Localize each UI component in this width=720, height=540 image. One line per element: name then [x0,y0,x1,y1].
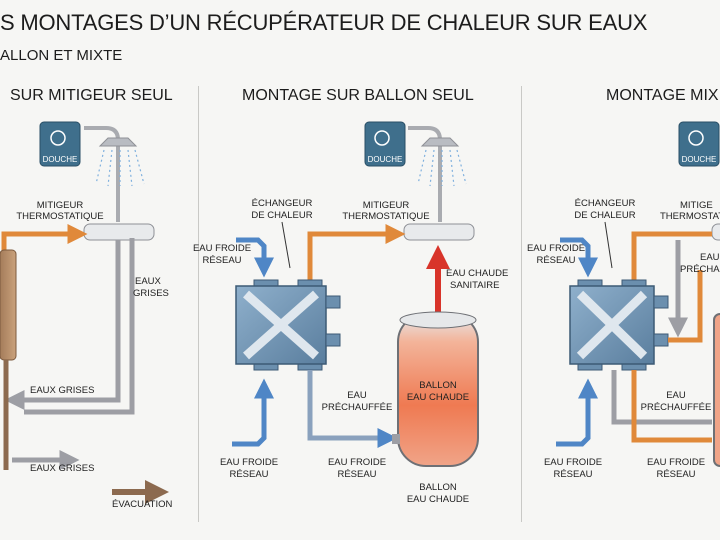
page-subtitle: ALLON ET MIXTE [0,47,123,64]
panel-title-mixte: MONTAGE MIX [606,87,719,104]
shower-label: DOUCHE [43,155,78,164]
reseau-label: RÉSEAU [202,255,241,266]
reseau-label: RÉSEAU [229,469,268,480]
hot-water-tank: BALLON EAU CHAUDE [392,311,479,467]
mitigeur-label-cut: MITIGE [680,200,713,211]
eau-froide-label: EAU FROIDE [193,243,251,254]
panel-title-ballon: MONTAGE SUR BALLON SEUL [242,87,474,104]
panel-mixte: DOUCHE MITIGE THERMOSTATI ÉCHANGEUR DE C… [527,121,720,480]
page-title: S MONTAGES D’UN RÉCUPÉRATEUR DE CHALEUR … [0,10,648,35]
reseau-label: RÉSEAU [656,469,695,480]
eau-chaude-label: EAU CHAUDE [446,268,508,279]
eau-froide-label: EAU FROIDE [328,457,386,468]
reseau-label: RÉSEAU [553,469,592,480]
heat-exchanger [569,279,669,371]
panel-divider-1 [198,86,199,522]
shower-icon: DOUCHE [678,121,720,167]
eaux-grises-label-1: EAUX GRISES [30,385,94,396]
echangeur-label-2: DE CHALEUR [251,210,312,221]
echangeur-label-1: ÉCHANGEUR [575,198,636,209]
shower-label: DOUCHE [682,155,717,164]
echangeur-label-1: ÉCHANGEUR [252,198,313,209]
echangeur-label-2: DE CHALEUR [574,210,635,221]
ballon-caption-1: BALLON [419,482,457,493]
prechauf-label-cut: PRÉCHAUF [680,264,720,275]
panel-mitigeur-seul: DOUCHE MITIGEUR THERMOSTATIQUE EAUX GRIS… [0,121,172,510]
reseau-label: RÉSEAU [337,469,376,480]
eau-froide-label: EAU FROIDE [647,457,705,468]
ballon-caption-2: EAU CHAUDE [407,494,469,505]
mitigeur-label-2: THERMOSTATIQUE [16,211,103,222]
eaux-grises-label-2: EAUX GRISES [30,463,94,474]
prechauffee-label: PRÉCHAUFFÉE [322,402,393,413]
reseau-label: RÉSEAU [536,255,575,266]
prechauffee-label: PRÉCHAUFFÉE [641,402,712,413]
ballon-label: BALLON [419,380,457,391]
eau-chaude-tank-label: EAU CHAUDE [407,392,469,403]
eau-label-cut: EAU [700,252,720,263]
eau-froide-label: EAU FROIDE [220,457,278,468]
evacuation-label: ÉVACUATION [112,499,172,510]
sanitaire-label: SANITAIRE [450,280,499,291]
thermostat-label-cut: THERMOSTATI [660,211,720,222]
eaux-label: EAUX [135,276,162,287]
eau-froide-label: EAU FROIDE [544,457,602,468]
panel-title-mitigeur: SUR MITIGEUR SEUL [10,87,173,104]
mitigeur-label-1: MITIGEUR [37,200,84,211]
eau-label: EAU [666,390,686,401]
panel-ballon-seul: DOUCHE MITIGEUR THERMOSTATIQUE ÉCHANGEUR… [193,121,508,505]
shower-label: DOUCHE [368,155,403,164]
eau-label: EAU [347,390,367,401]
shower-icon: DOUCHE [364,121,406,167]
mitigeur-label-1: MITIGEUR [363,200,410,211]
eau-froide-label: EAU FROIDE [527,243,585,254]
heat-exchanger [235,279,341,371]
mitigeur-label-2: THERMOSTATIQUE [342,211,429,222]
grises-label: GRISES [133,288,169,299]
panel-divider-2 [521,86,522,522]
shower-icon: DOUCHE [39,121,81,167]
